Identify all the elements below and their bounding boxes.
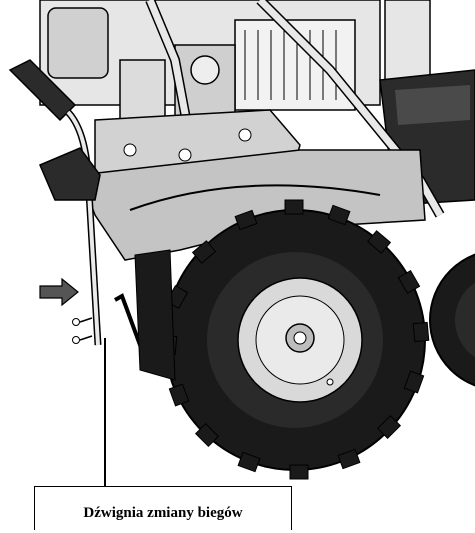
handle-tube	[145, 0, 445, 218]
left-tread	[134, 249, 176, 381]
callout-label-box: Dźwignia zmiany biegów	[34, 486, 292, 530]
rear-wheel	[429, 253, 475, 387]
callout-label: Dźwignia zmiany biegów	[83, 505, 243, 521]
callout-leader-line	[104, 338, 106, 486]
engine	[39, 0, 431, 136]
main-wheel	[160, 199, 430, 480]
arrow-pointer	[39, 277, 79, 307]
shift-lever	[8, 59, 102, 346]
bolts	[72, 317, 93, 344]
